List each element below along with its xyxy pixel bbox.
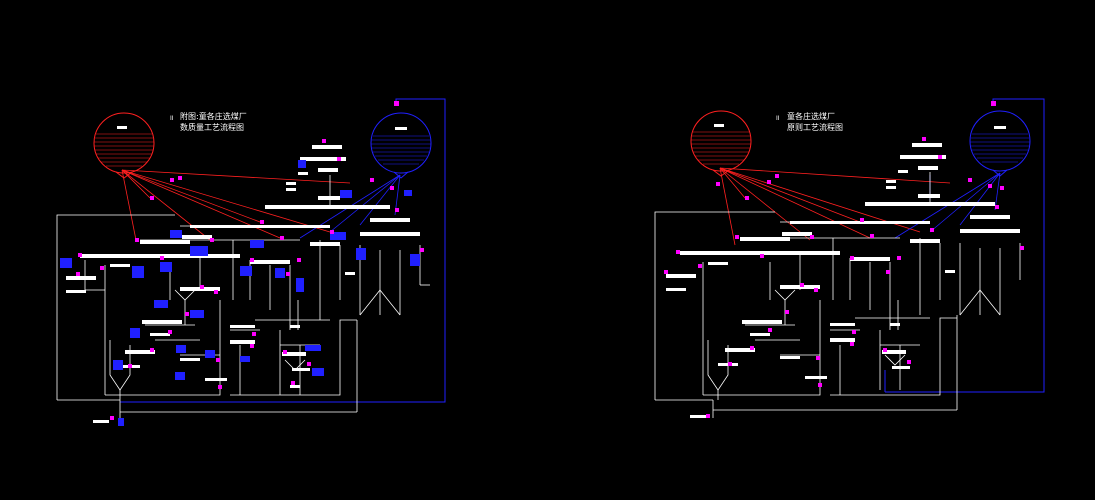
right-red-tank-label <box>714 124 724 127</box>
left-red-tank <box>94 113 154 178</box>
left-blue-tank <box>120 99 445 402</box>
right-red-lines <box>720 168 950 245</box>
left-blue-tank-label <box>395 127 407 130</box>
right-nodes <box>664 101 1024 418</box>
right-blue-tank-label <box>994 126 1006 129</box>
left-title-mark: II <box>170 116 174 122</box>
left-red-tank-label <box>117 126 127 129</box>
left-title-line2: 数质量工艺流程图 <box>180 123 244 133</box>
right-title-mark: II <box>776 116 780 122</box>
right-red-tank <box>691 111 751 176</box>
right-title-line1: 童各庄选煤厂 <box>787 112 835 122</box>
left-equipment <box>66 145 420 423</box>
right-flowsheet <box>655 99 1044 418</box>
left-flowsheet <box>57 99 445 426</box>
left-title-line1: 附图:童各庄选煤厂 <box>180 112 247 122</box>
right-process-lines <box>655 158 1020 418</box>
right-title-line2: 原则工艺流程图 <box>787 123 843 133</box>
left-process-lines <box>57 160 430 418</box>
